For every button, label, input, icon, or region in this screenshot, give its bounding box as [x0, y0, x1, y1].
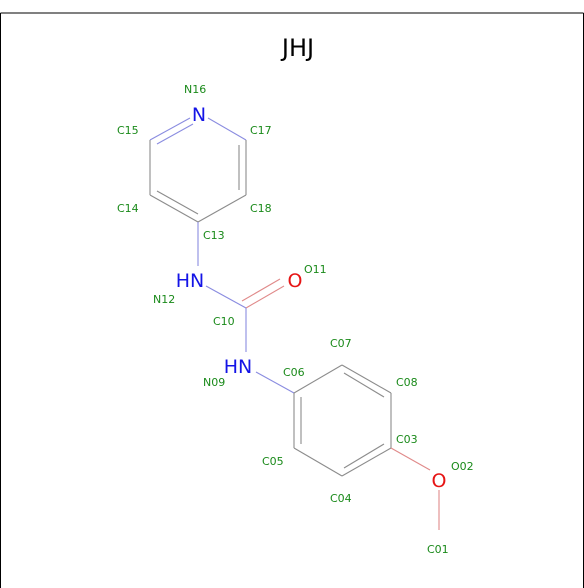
bond-c10-o11: [245, 285, 285, 309]
bond-c04-c05: [293, 447, 343, 477]
atom-id-o11: O11: [304, 263, 327, 276]
atom-id-n09: N09: [203, 376, 225, 389]
bond-n16-c17: [207, 117, 247, 141]
bond-n12-c10: [205, 285, 247, 309]
atom-id-n16: N16: [184, 83, 206, 96]
bond-c06-c07: [293, 364, 343, 394]
bond-n09-c06: [255, 371, 295, 394]
atom-id-c07: C07: [330, 337, 352, 350]
atom-o11-symbol: O: [288, 270, 303, 292]
atom-id-c05: C05: [262, 455, 284, 468]
molecule-title: JHJ: [280, 34, 314, 62]
atom-id-c13: C13: [203, 229, 225, 242]
atom-id-c06: C06: [283, 366, 305, 379]
bond-c14-c13: [149, 194, 199, 223]
atom-id-c08: C08: [396, 376, 418, 389]
bond-c18-c13: [197, 194, 247, 223]
atom-id-c01: C01: [427, 543, 449, 556]
bond-n16-c15: [149, 117, 191, 141]
bond-c03-o02: [390, 447, 431, 471]
atom-n16-symbol: N: [192, 104, 206, 126]
atom-id-c18: C18: [250, 202, 272, 215]
atom-id-n12: N12: [153, 293, 175, 306]
atom-n12-symbol: HN: [176, 270, 205, 292]
atom-id-c10: C10: [213, 315, 235, 328]
atom-id-o02: O02: [451, 460, 474, 473]
bond-n16-c15-double: [156, 123, 194, 145]
bond-c03-c04-double: [343, 443, 385, 469]
atom-o02-symbol: O: [432, 470, 447, 492]
bond-c07-c08-double: [343, 372, 385, 398]
atom-id-c15: C15: [117, 124, 139, 137]
atom-n09-symbol: HN: [224, 356, 253, 378]
atom-id-c04: C04: [330, 492, 352, 505]
bond-c10-o11-double: [241, 278, 281, 302]
bond-c14-c13-double: [156, 190, 199, 215]
atom-id-c03: C03: [396, 433, 418, 446]
bond-c03-c04: [341, 447, 392, 477]
atom-id-c17: C17: [250, 124, 272, 137]
atom-id-c14: C14: [117, 202, 139, 215]
bond-c07-c08: [341, 364, 392, 394]
